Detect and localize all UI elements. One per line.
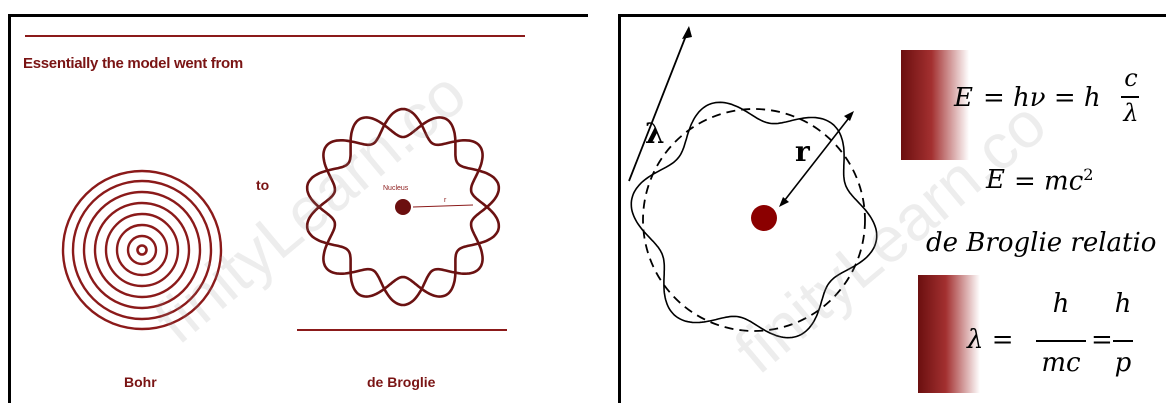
debroglie-equation-lhs: λ = [967,325,1014,355]
radius-arrow [413,205,473,207]
mass-energy-exponent: 2 [1083,165,1093,184]
bohr-concentric-orbits [63,171,221,329]
debroglie-numerator-1: h [1036,289,1086,319]
relation-title: de Broglie relatio [926,228,1156,258]
debroglie-denominator-1: mc [1036,348,1086,378]
bohr-vs-debroglie-panel: Essentially the model went from to Bohr … [8,14,588,403]
mass-energy-rhs: = mc2 [1014,165,1094,197]
bohr-nucleus [138,246,147,255]
energy-equation-fraction-bar [1121,96,1139,98]
energy-equation-lhs: E [954,83,973,113]
de-broglie-relation-panel: λ r E = hν = h c λ E = mc2 de Broglie re… [618,14,1166,403]
bohr-orbit-3 [84,192,200,308]
debroglie-equals: = [1091,325,1113,355]
orbit-diagrams [11,17,591,406]
wavelength-arrow [629,28,689,181]
debroglie-denominator-2: p [1111,348,1135,378]
mass-energy-rhs-text: = mc [1014,167,1083,197]
nucleus-dot [751,205,777,231]
bohr-orbit-7 [128,236,156,264]
bohr-orbit-6 [117,225,167,275]
nucleus-dot [395,199,411,215]
energy-equation-numerator: c [1121,64,1141,92]
wavelength-arrowhead [682,26,692,39]
debroglie-fraction-bar-2 [1113,340,1133,342]
bohr-orbit-2 [73,181,211,319]
debroglie-numerator-2: h [1111,289,1135,319]
bohr-orbit-4 [95,203,189,297]
mass-energy-lhs: E [986,165,1005,195]
debroglie-standing-wave [307,109,499,305]
radius-arrowhead-inner [779,197,789,207]
radius-symbol: r [795,135,810,168]
wavelength-symbol: λ [645,117,665,150]
debroglie-fraction-bar-1 [1036,340,1086,342]
energy-equation-mid: = hν = h [983,83,1101,113]
radius-arrowhead-outer [844,111,854,121]
bohr-orbit-1 [63,171,221,329]
energy-equation-denominator: λ [1121,99,1141,127]
